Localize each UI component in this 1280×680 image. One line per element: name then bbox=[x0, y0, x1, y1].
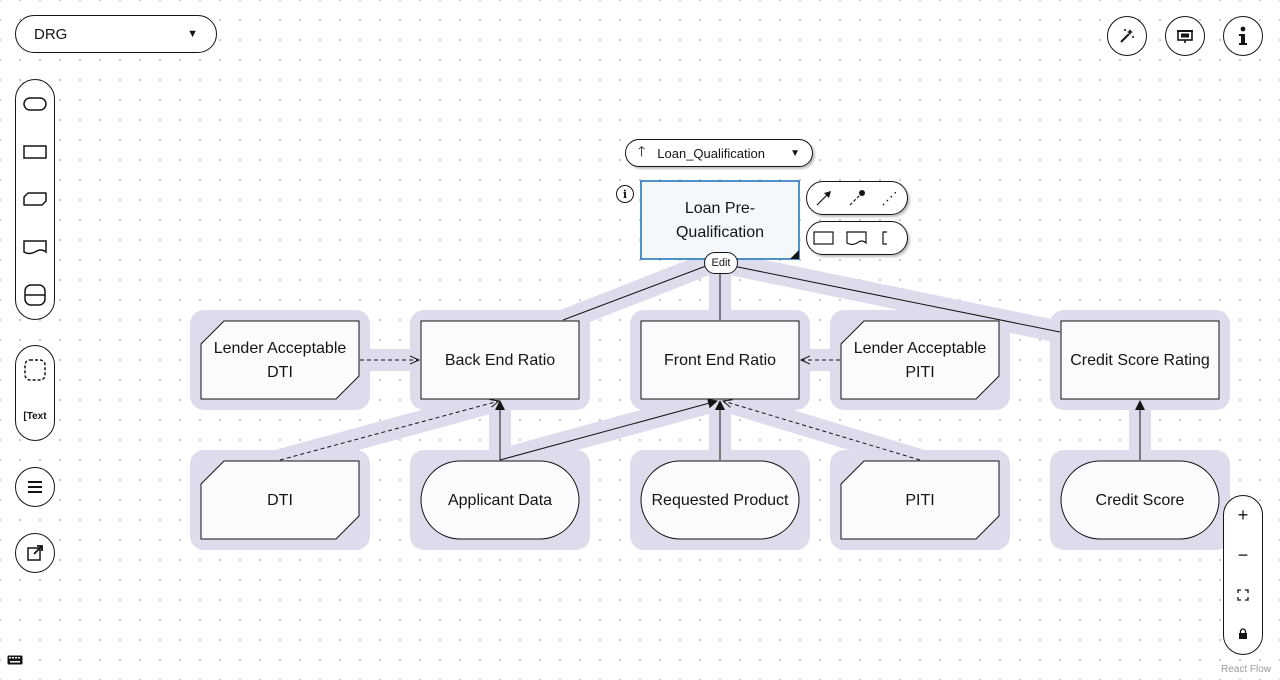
chevron-down-icon: ▼ bbox=[790, 147, 800, 159]
node-label: Applicant Data bbox=[448, 492, 552, 509]
overlays-button[interactable] bbox=[1165, 16, 1205, 56]
edge-tools-bar bbox=[806, 181, 908, 215]
chevron-down-icon: ▼ bbox=[187, 28, 198, 40]
palette-group[interactable] bbox=[15, 346, 55, 393]
annotation-palette: [Text bbox=[15, 345, 55, 441]
magic-wand-icon bbox=[1120, 29, 1134, 43]
add-knowledge-source[interactable] bbox=[842, 223, 872, 253]
node-label: Credit Score Rating bbox=[1070, 352, 1210, 369]
edges bbox=[279, 265, 1145, 461]
bkm-icon bbox=[23, 192, 47, 207]
minus-icon: − bbox=[1237, 544, 1249, 565]
input-data-icon bbox=[23, 97, 47, 111]
decision-icon bbox=[23, 144, 47, 159]
external-models-button[interactable] bbox=[15, 533, 55, 573]
palette-text-annotation[interactable]: [Text bbox=[15, 393, 55, 440]
zoom-out-button[interactable]: − bbox=[1224, 536, 1262, 576]
node-dti[interactable]: DTI bbox=[200, 460, 360, 540]
edge-applicant-to-frontend[interactable] bbox=[499, 398, 718, 461]
add-decision[interactable] bbox=[809, 223, 839, 253]
node-label: Back End Ratio bbox=[445, 352, 555, 369]
info-icon bbox=[1239, 26, 1247, 45]
knowledge-source-icon bbox=[23, 240, 47, 255]
fit-view-button[interactable] bbox=[1224, 575, 1262, 615]
edge-piti-to-frontend[interactable] bbox=[723, 401, 921, 461]
presentation-icon bbox=[1177, 30, 1193, 43]
node-credit-score-rating[interactable]: Credit Score Rating bbox=[1060, 320, 1220, 400]
zoom-controls: + − bbox=[1223, 495, 1263, 655]
node-info-icon[interactable]: i bbox=[616, 185, 634, 203]
properties-menu-button[interactable] bbox=[15, 467, 55, 507]
node-back-end-ratio[interactable]: Back End Ratio bbox=[420, 320, 580, 400]
dashed-arrow-edge-icon bbox=[849, 190, 865, 206]
node-label: Lender Acceptable bbox=[214, 340, 347, 357]
node-label: Loan Pre- bbox=[685, 200, 755, 217]
palette-input-data[interactable] bbox=[15, 80, 55, 128]
node-lender-acceptable-dti[interactable]: Lender Acceptable DTI bbox=[200, 320, 360, 400]
node-label: PITI bbox=[905, 492, 934, 509]
breadcrumb-label: Loan_Qualification bbox=[657, 145, 765, 161]
external-link-icon bbox=[27, 545, 43, 561]
keyboard-icon bbox=[7, 655, 23, 665]
node-label: Qualification bbox=[676, 224, 764, 241]
add-association[interactable] bbox=[875, 183, 905, 213]
info-button[interactable] bbox=[1223, 16, 1263, 56]
node-label: Lender Acceptable bbox=[854, 340, 987, 357]
node-credit-score[interactable]: Credit Score bbox=[1060, 460, 1220, 540]
drg-breadcrumb[interactable]: 🡑 Loan_Qualification ▼ bbox=[625, 139, 813, 167]
node-label: Credit Score bbox=[1096, 492, 1185, 509]
node-label: DTI bbox=[267, 492, 293, 509]
arrow-up-icon: 🡑 bbox=[638, 143, 646, 159]
edge-dti-to-backend[interactable] bbox=[279, 401, 499, 461]
edge-creditrating-to-loan[interactable] bbox=[732, 265, 1061, 333]
node-requested-product[interactable]: Requested Product bbox=[640, 460, 800, 540]
decision-service-icon bbox=[24, 284, 46, 306]
fit-view-icon bbox=[1237, 589, 1249, 601]
node-label: Front End Ratio bbox=[664, 352, 776, 369]
node-palette bbox=[15, 79, 55, 320]
react-flow-attribution[interactable]: React Flow bbox=[1221, 664, 1272, 675]
drg-dropdown-value: DRG bbox=[34, 25, 68, 43]
text-annotation-icon: [Text bbox=[23, 411, 47, 422]
edge-backend-to-loan[interactable] bbox=[562, 265, 707, 321]
arrow-edge-icon bbox=[816, 191, 831, 206]
hamburger-icon bbox=[28, 481, 42, 493]
node-piti[interactable]: PITI bbox=[840, 460, 1000, 540]
palette-decision-service[interactable] bbox=[15, 271, 55, 319]
add-knowledge-requirement[interactable] bbox=[842, 183, 872, 213]
lock-icon bbox=[1239, 628, 1247, 640]
dotted-edge-icon bbox=[882, 190, 898, 206]
node-lender-acceptable-piti[interactable]: Lender Acceptable PITI bbox=[840, 320, 1000, 400]
plus-icon: + bbox=[1237, 505, 1249, 526]
edit-node-button[interactable]: Edit bbox=[704, 252, 738, 274]
zoom-in-button[interactable]: + bbox=[1224, 496, 1262, 536]
keyboard-shortcuts-button[interactable] bbox=[7, 652, 23, 670]
node-front-end-ratio[interactable]: Front End Ratio bbox=[640, 320, 800, 400]
node-label: DTI bbox=[267, 364, 293, 381]
node-label: PITI bbox=[905, 364, 934, 381]
text-annotation-icon bbox=[882, 231, 888, 245]
palette-bkm[interactable] bbox=[15, 176, 55, 224]
node-label: Requested Product bbox=[652, 492, 790, 509]
resize-handle[interactable] bbox=[790, 250, 799, 259]
lock-button[interactable] bbox=[1224, 615, 1262, 655]
palette-knowledge-source[interactable] bbox=[15, 223, 55, 271]
text-annotation-label: Text bbox=[26, 411, 47, 422]
node-tools-bar bbox=[806, 221, 908, 255]
auto-layout-button[interactable] bbox=[1107, 16, 1147, 56]
knowledge-source-icon bbox=[846, 231, 867, 246]
decision-icon bbox=[813, 231, 834, 245]
node-loan-pre-qualification[interactable]: Loan Pre- Qualification bbox=[640, 180, 800, 260]
add-information-requirement[interactable] bbox=[809, 183, 839, 213]
palette-decision[interactable] bbox=[15, 128, 55, 176]
drg-dropdown[interactable]: DRG ▼ bbox=[15, 15, 217, 53]
group-icon bbox=[24, 358, 46, 381]
add-text-annotation[interactable] bbox=[875, 223, 905, 253]
node-applicant-data[interactable]: Applicant Data bbox=[420, 460, 580, 540]
